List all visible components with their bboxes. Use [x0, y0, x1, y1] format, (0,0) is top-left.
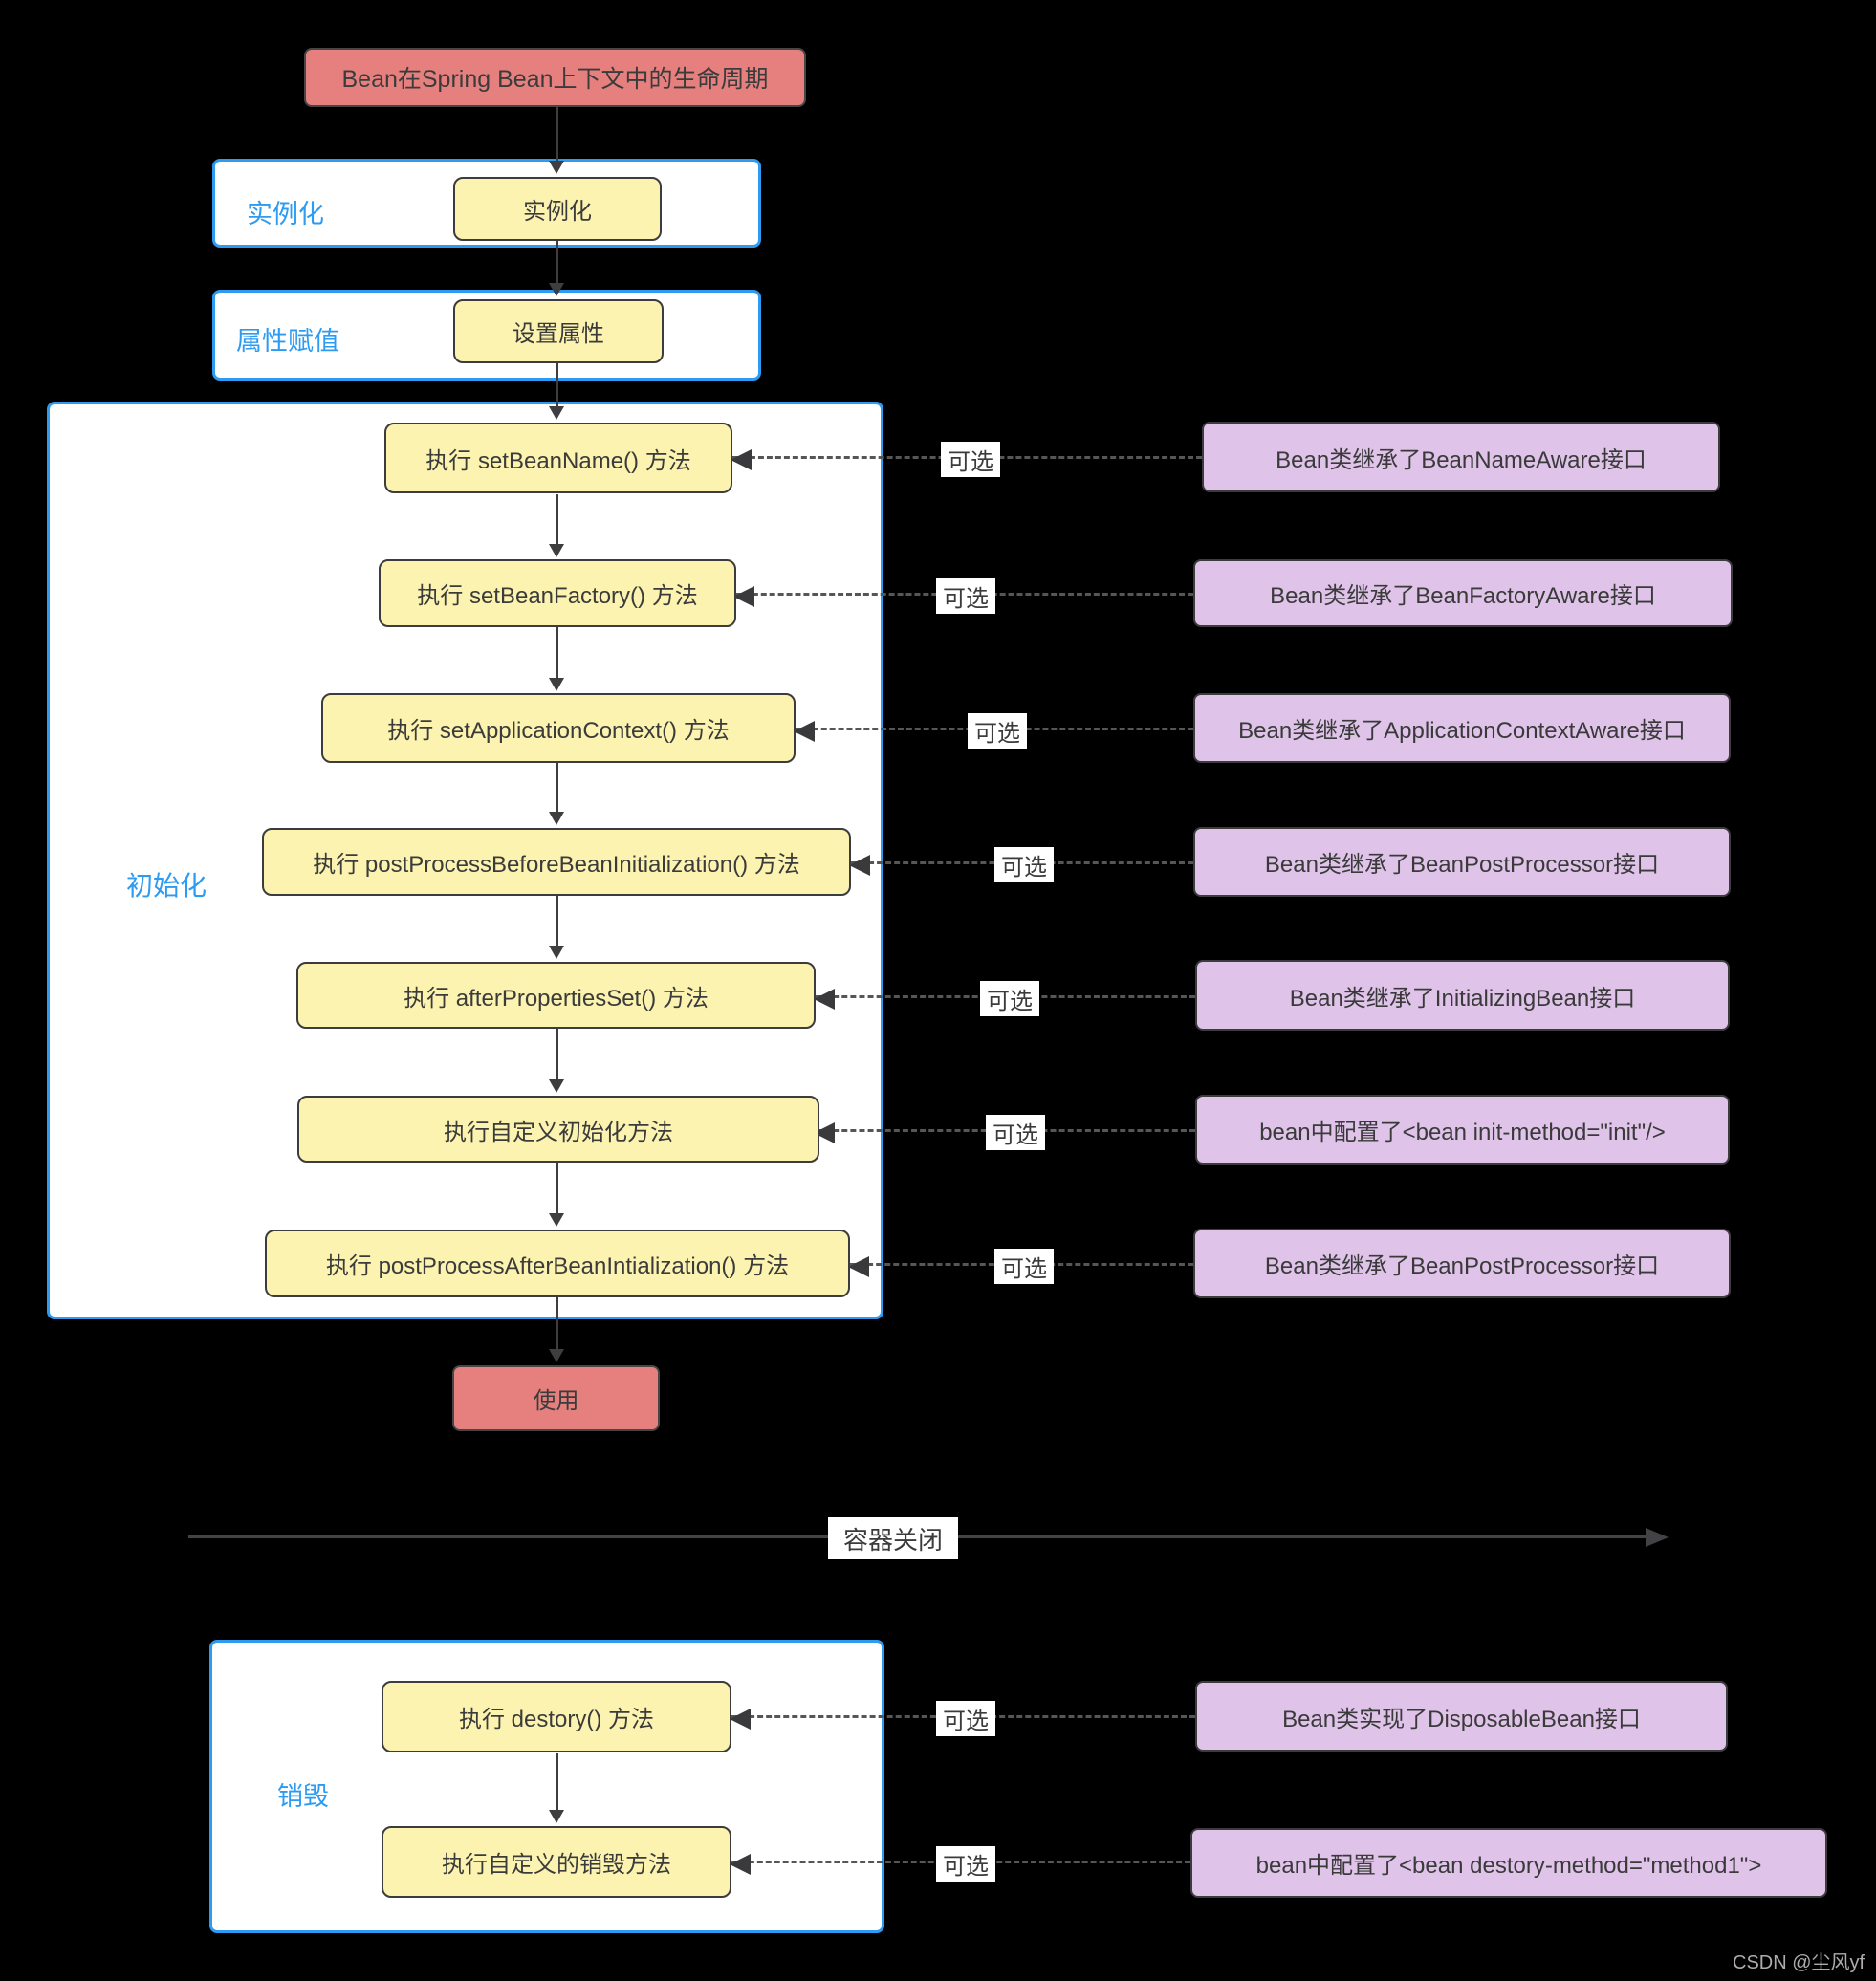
stage-label-instantiation: 实例化: [247, 200, 324, 229]
annotation-node: Bean类继承了ApplicationContextAware接口: [1193, 693, 1731, 763]
annotation-node: Bean类实现了DisposableBean接口: [1195, 1681, 1728, 1752]
init-step-node: 执行 postProcessAfterBeanIntialization() 方…: [265, 1230, 850, 1297]
stage-label-property-assignment: 属性赋值: [236, 327, 339, 356]
title-node: Bean在Spring Bean上下文中的生命周期: [304, 48, 806, 107]
annotation-node: Bean类继承了BeanPostProcessor接口: [1193, 827, 1731, 897]
optional-connector: 可选: [731, 442, 1202, 477]
arrowhead-icon: [849, 855, 870, 876]
arrowhead-icon: [731, 449, 752, 470]
flow-arrow: [549, 896, 564, 959]
destroy-step-node: 执行 destory() 方法: [382, 1681, 731, 1752]
flow-arrow: [549, 1162, 564, 1227]
set-properties-step-node: 设置属性: [453, 299, 664, 363]
flow-arrow: [549, 1297, 564, 1362]
optional-connector: 可选: [733, 578, 1193, 614]
flow-arrow: [549, 107, 564, 174]
use-node: 使用: [452, 1365, 660, 1431]
stage-label-initialization: 初始化: [126, 871, 207, 901]
arrowhead-icon: [848, 1256, 869, 1277]
destroy-step-node: 执行自定义的销毁方法: [382, 1826, 731, 1898]
optional-connector: 可选: [794, 713, 1193, 749]
arrowhead-icon: [794, 721, 815, 742]
optional-badge: 可选: [994, 847, 1054, 882]
annotation-node: bean中配置了<bean init-method="init"/>: [1195, 1095, 1730, 1165]
annotation-node: bean中配置了<bean destory-method="method1">: [1190, 1828, 1827, 1898]
instantiation-step-node: 实例化: [453, 177, 662, 241]
flow-arrow: [549, 1753, 564, 1823]
flow-arrow: [549, 241, 564, 296]
optional-badge: 可选: [980, 981, 1039, 1016]
init-step-node: 执行 setBeanName() 方法: [384, 423, 732, 493]
init-step-node: 执行 afterPropertiesSet() 方法: [296, 962, 816, 1029]
annotation-node: Bean类继承了BeanPostProcessor接口: [1193, 1229, 1731, 1298]
arrowhead-icon: [730, 1709, 751, 1730]
flow-arrow: [549, 494, 564, 557]
flow-arrow: [549, 1028, 564, 1093]
init-step-node: 执行 setApplicationContext() 方法: [321, 693, 796, 763]
optional-badge: 可选: [936, 1701, 995, 1736]
optional-connector: 可选: [814, 1115, 1195, 1150]
arrowhead-icon: [730, 1854, 751, 1875]
init-step-node: 执行 setBeanFactory() 方法: [379, 559, 736, 627]
optional-badge: 可选: [941, 442, 1000, 477]
stage-label-destruction: 销毁: [277, 1782, 329, 1811]
flow-arrow: [549, 363, 564, 420]
optional-badge: 可选: [968, 713, 1027, 749]
optional-connector: 可选: [848, 1249, 1193, 1284]
annotation-node: Bean类继承了InitializingBean接口: [1195, 960, 1730, 1031]
optional-connector: 可选: [849, 847, 1193, 882]
init-step-node: 执行 postProcessBeforeBeanInitialization()…: [262, 828, 851, 896]
annotation-node: Bean类继承了BeanNameAware接口: [1202, 422, 1720, 492]
optional-badge: 可选: [994, 1249, 1054, 1284]
annotation-node: Bean类继承了BeanFactoryAware接口: [1193, 559, 1733, 627]
flow-arrow: [549, 626, 564, 691]
init-step-node: 执行自定义初始化方法: [297, 1096, 819, 1163]
optional-badge: 可选: [986, 1115, 1045, 1150]
arrowhead-icon: [733, 586, 754, 607]
optional-badge: 可选: [936, 578, 995, 614]
container-close-axis: 容器关闭: [188, 1517, 1669, 1559]
container-close-label: 容器关闭: [828, 1517, 958, 1559]
optional-connector: 可选: [730, 1701, 1195, 1736]
flow-arrow: [549, 762, 564, 825]
optional-connector: 可选: [814, 981, 1195, 1016]
watermark: CSDN @尘风yf: [1733, 1952, 1865, 1973]
optional-badge: 可选: [936, 1846, 995, 1882]
arrowhead-icon: [814, 989, 835, 1010]
optional-connector: 可选: [730, 1846, 1190, 1882]
